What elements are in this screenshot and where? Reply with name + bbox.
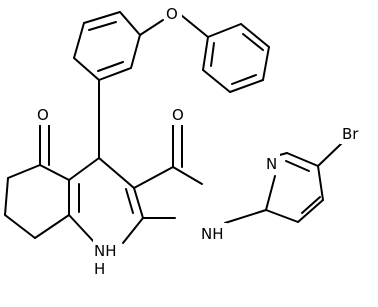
atom-labels: O O O N Br NH NH H <box>35 3 366 278</box>
bond <box>240 23 270 48</box>
bond <box>139 19 164 36</box>
bond <box>119 11 141 36</box>
bond <box>297 199 324 223</box>
bond <box>265 209 299 223</box>
bond <box>73 57 100 81</box>
bond <box>98 157 135 189</box>
bond <box>224 209 267 224</box>
bromine-bg <box>340 124 366 144</box>
bond <box>83 11 121 24</box>
bond <box>286 152 319 167</box>
amide-oxygen-label: O <box>172 106 184 124</box>
ring-nitrogen-label: NH <box>94 242 117 260</box>
bond <box>265 175 276 211</box>
pyridine-nitrogen-label: N <box>266 155 277 173</box>
bond <box>34 214 70 239</box>
bond <box>285 160 310 172</box>
bonds <box>4 11 343 244</box>
bond <box>98 67 132 81</box>
bond <box>7 164 41 179</box>
bond <box>68 214 96 244</box>
bond <box>4 214 36 239</box>
ring-nh-bg <box>93 238 121 278</box>
pyridine-nitrogen-bg <box>264 153 280 173</box>
phenoxy-oxygen-bg <box>164 3 182 23</box>
bond <box>122 217 144 244</box>
bond <box>242 33 264 51</box>
amide-nh-bg <box>199 223 227 243</box>
bond <box>317 142 343 167</box>
bond <box>229 79 264 93</box>
bond <box>97 61 124 72</box>
amide-oxygen-bg <box>170 105 188 125</box>
ketone-oxygen-bg <box>35 105 53 125</box>
bond <box>88 21 117 31</box>
bond <box>202 69 231 93</box>
bond <box>317 165 324 201</box>
bond <box>73 22 85 59</box>
phenoxy-oxygen-label: O <box>166 5 178 23</box>
amide-nh-label: NH <box>201 225 224 243</box>
bond <box>231 74 257 85</box>
bond <box>301 196 321 214</box>
bond <box>133 187 144 219</box>
bond <box>39 164 70 181</box>
bond <box>130 34 141 69</box>
bond <box>180 14 209 38</box>
bond <box>4 177 9 216</box>
ketone-oxygen-label: O <box>37 106 49 124</box>
bromine-label: Br <box>342 125 359 143</box>
bond <box>172 166 203 185</box>
bond <box>68 157 100 181</box>
bond <box>210 42 215 67</box>
bond <box>133 166 174 189</box>
bond <box>125 188 134 214</box>
bond <box>202 36 209 71</box>
bond <box>262 46 270 81</box>
ring-hydrogen-label: H <box>94 260 105 278</box>
bond <box>207 23 242 38</box>
